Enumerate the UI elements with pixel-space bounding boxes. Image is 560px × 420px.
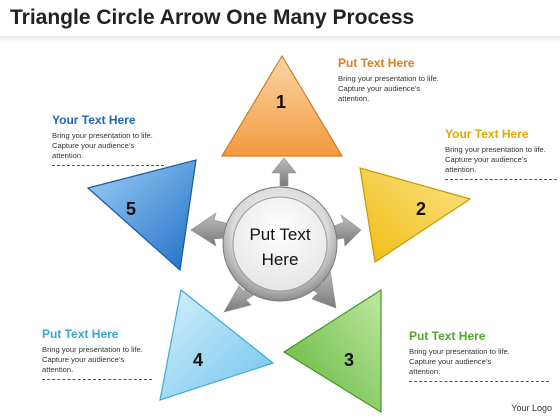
triangle-5-number: 5 [126,199,136,219]
triangle-2 [359,167,472,264]
triangle-3 [282,288,382,414]
triangle-1 [220,54,344,157]
callout-5: Your Text Here Bring your presentation t… [52,113,164,166]
triangle-5 [86,159,197,272]
callout-3: Put Text Here Bring your presentation to… [409,329,549,382]
arrows [190,157,362,313]
triangle-4 [159,288,275,401]
footer-logo: Your Logo [511,403,552,413]
callout-2: Your Text Here Bring your presentation t… [445,127,557,180]
callout-divider [52,165,164,166]
arrow-up [271,157,297,187]
callout-heading: Put Text Here [338,56,415,70]
callout-1: Put Text Here Bring your presentation to… [338,56,468,104]
callout-body: Bring your presentation to life. Capture… [445,145,546,174]
callout-4: Put Text Here Bring your presentation to… [42,327,152,380]
title-underline [0,36,560,42]
callout-body: Bring your presentation to life. Capture… [52,131,153,160]
callout-divider [42,379,152,380]
triangle-3-number: 3 [344,350,354,370]
callout-body: Bring your presentation to life. Capture… [42,345,143,374]
callout-heading: Your Text Here [445,127,529,141]
triangle-4-number: 4 [193,350,203,370]
center-circle [222,186,338,302]
center-text-line1: Put Text [249,225,310,244]
callout-heading: Put Text Here [409,329,486,343]
center-text-line2: Here [262,250,299,269]
callout-body: Bring your presentation to life. Capture… [409,347,510,376]
callout-body: Bring your presentation to life. Capture… [338,74,439,103]
triangle-1-number: 1 [276,92,286,112]
triangle-2-number: 2 [416,199,426,219]
callout-divider [409,381,549,382]
callout-heading: Put Text Here [42,327,119,341]
callout-divider [445,179,557,180]
callout-heading: Your Text Here [52,113,136,127]
page-title: Triangle Circle Arrow One Many Process [10,6,415,29]
arrow-left [190,212,227,247]
arrow-right [333,214,362,247]
